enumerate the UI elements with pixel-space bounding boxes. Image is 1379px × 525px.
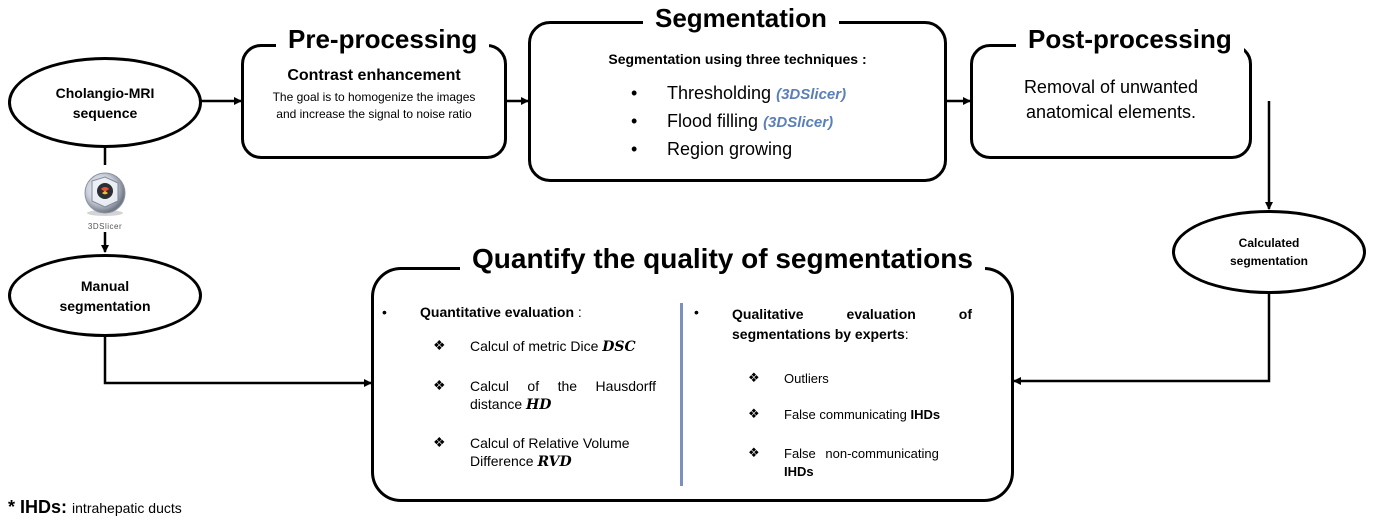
quality-title: Quantify the quality of segmentations bbox=[460, 245, 985, 273]
technique-thresholding: •Thresholding (3DSlicer) bbox=[631, 83, 847, 103]
metric-rvd: RVD bbox=[537, 454, 572, 470]
qualitative-column: • Qualitative evaluation of segmentation… bbox=[694, 304, 994, 494]
cholangio-mri-node: Cholangio-MRI sequence bbox=[8, 57, 202, 148]
qualitative-item-false-communicating: False communicating IHDs bbox=[784, 407, 941, 422]
quantitative-heading-row: •Quantitative evaluation : bbox=[382, 304, 582, 320]
qualitative-item-false-non-communicating: False non-communicating IHDs bbox=[784, 446, 939, 479]
postprocessing-body: Removal of unwanted anatomical elements. bbox=[1023, 77, 1199, 122]
segmentation-title: Segmentation bbox=[643, 5, 839, 31]
footnote: * IHDs: intrahepatic ducts bbox=[8, 497, 182, 517]
diamond-bullet-icon: ❖ bbox=[748, 370, 760, 385]
qualitative-heading: Qualitative evaluation of segmentations … bbox=[732, 306, 972, 342]
qualitative-item-outliers: Outliers bbox=[784, 371, 829, 386]
quantitative-item-dsc: Calcul of metric Dice DSC bbox=[470, 338, 636, 355]
quantitative-heading: Quantitative evaluation bbox=[420, 304, 575, 320]
arrow-manual-to-quality bbox=[103, 335, 372, 387]
diamond-bullet-icon: ❖ bbox=[748, 445, 760, 460]
technique-flood-filling: •Flood filling (3DSlicer) bbox=[631, 111, 834, 131]
diamond-bullet-icon: ❖ bbox=[433, 337, 446, 353]
quantitative-item-hd: Calcul of the Hausdorff distance HD bbox=[470, 378, 656, 413]
quality-box: •Quantitative evaluation : ❖ Calcul of m… bbox=[371, 267, 1014, 502]
quantitative-column: •Quantitative evaluation : ❖ Calcul of m… bbox=[382, 304, 682, 494]
postprocessing-box: Removal of unwanted anatomical elements. bbox=[970, 44, 1252, 159]
metric-dsc: DSC bbox=[602, 339, 636, 355]
calculated-segmentation-label: Calculated segmentation bbox=[1229, 236, 1308, 268]
quantitative-item-rvd: Calcul of Relative Volume Difference RVD bbox=[470, 435, 630, 470]
technique-region-growing: •Region growing bbox=[631, 139, 793, 159]
arrow-calculated-to-quality bbox=[1013, 292, 1271, 385]
postprocessing-title: Post-processing bbox=[1016, 26, 1244, 52]
segmentation-box: Segmentation using three techniques : •T… bbox=[528, 21, 947, 182]
metric-hd: HD bbox=[526, 397, 552, 413]
segmentation-heading: Segmentation using three techniques : bbox=[608, 51, 867, 67]
preprocessing-title: Pre-processing bbox=[276, 26, 490, 52]
cholangio-mri-label: Cholangio-MRI sequence bbox=[55, 84, 155, 121]
tool-3dslicer-label: (3DSlicer) bbox=[763, 114, 834, 131]
column-divider bbox=[680, 303, 683, 486]
manual-segmentation-label: Manual segmentation bbox=[59, 277, 151, 314]
diamond-bullet-icon: ❖ bbox=[433, 377, 446, 393]
qualitative-bullet: • bbox=[694, 304, 699, 320]
diamond-bullet-icon: ❖ bbox=[433, 434, 446, 450]
diamond-bullet-icon: ❖ bbox=[748, 406, 760, 421]
segmentation-technique-list: •Thresholding (3DSlicer) •Flood filling … bbox=[631, 80, 846, 162]
footnote-definition: intrahepatic ducts bbox=[72, 500, 182, 516]
3dslicer-logo-icon: 3DSlicer bbox=[74, 167, 136, 233]
preprocessing-box: Contrast enhancement The goal is to homo… bbox=[241, 44, 507, 159]
tool-3dslicer-label: (3DSlicer) bbox=[776, 86, 847, 103]
manual-segmentation-node: Manual segmentation bbox=[8, 254, 202, 337]
preprocessing-body: The goal is to homogenize the images and… bbox=[272, 90, 476, 121]
preprocessing-heading: Contrast enhancement bbox=[287, 67, 461, 84]
3dslicer-logo-label: 3DSlicer bbox=[87, 222, 123, 231]
calculated-segmentation-node: Calculated segmentation bbox=[1172, 210, 1366, 294]
footnote-term: IHDs bbox=[20, 497, 62, 517]
